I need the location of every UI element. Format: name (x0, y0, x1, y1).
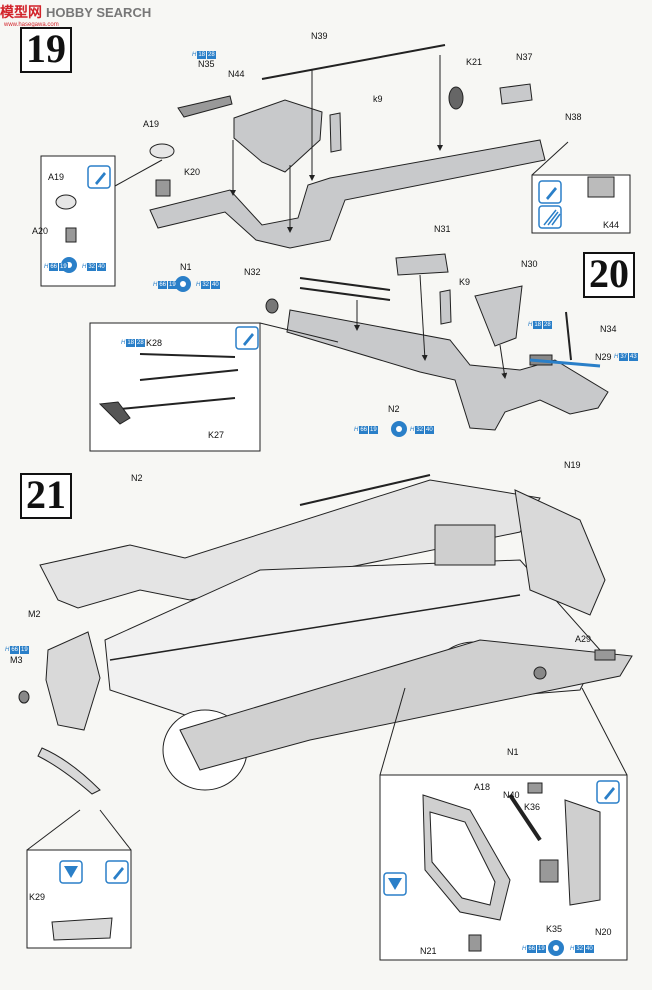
part-label: K20 (184, 167, 201, 177)
part-label: N34 (600, 324, 617, 334)
part-label: N37 (516, 52, 533, 62)
glue-icon (596, 780, 620, 804)
part-label: N35 (198, 59, 215, 69)
watermark-title: HOBBY SEARCH (46, 4, 152, 20)
part-label: A18 (474, 782, 491, 792)
fine-brush-icon (538, 205, 562, 229)
part-label: N32 (244, 267, 261, 277)
part-label: A19 (143, 119, 160, 129)
part-label: N40 (503, 790, 520, 800)
part-label: K29 (29, 892, 46, 902)
part-label: K9 (459, 277, 471, 287)
part-label: K28 (146, 338, 163, 348)
glue-icon (87, 165, 111, 189)
part-label: N39 (311, 31, 328, 41)
part-label: N31 (434, 224, 451, 234)
part-label: K35 (546, 924, 563, 934)
part-label: K27 (208, 430, 225, 440)
part-label: N38 (565, 112, 582, 122)
marking-circle-icon (175, 276, 191, 292)
part-label: K36 (524, 802, 541, 812)
part-label: A29 (575, 634, 592, 644)
marking-circle-icon (391, 421, 407, 437)
step-20-assembly (89, 253, 609, 452)
part-label: k9 (373, 94, 383, 104)
part-label: M2 (28, 609, 41, 619)
part-label: N1 (507, 747, 519, 757)
step-number: 20 (583, 252, 635, 298)
cut-icon (59, 860, 83, 884)
glue-icon (105, 860, 129, 884)
part-label: K44 (603, 220, 620, 230)
part-label: N2 (388, 404, 400, 414)
part-label: N2 (131, 473, 143, 483)
step-19-assembly (40, 44, 631, 287)
step-number: 19 (20, 27, 72, 73)
part-label: N21 (420, 946, 437, 956)
marking-circle-icon (548, 940, 564, 956)
step-21-assembly (18, 474, 633, 961)
glue-icon (235, 326, 259, 350)
watermark-url: www.hasegawa.com (4, 22, 59, 28)
part-label: N44 (228, 69, 245, 79)
part-label: N1 (180, 262, 192, 272)
part-label: A19 (48, 172, 65, 182)
part-label: N20 (595, 927, 612, 937)
glue-icon (538, 180, 562, 204)
part-label: K21 (466, 57, 483, 67)
part-label: N30 (521, 259, 538, 269)
part-label: N19 (564, 460, 581, 470)
step-number: 21 (20, 473, 72, 519)
watermark-logo: 模型网 (0, 4, 42, 20)
cut-icon (383, 872, 407, 896)
part-label: A20 (32, 226, 49, 236)
part-label: M3 (10, 655, 23, 665)
part-label: N29 (595, 352, 612, 362)
watermark: 模型网 HOBBY SEARCH www.hasegawa.com (0, 0, 152, 28)
